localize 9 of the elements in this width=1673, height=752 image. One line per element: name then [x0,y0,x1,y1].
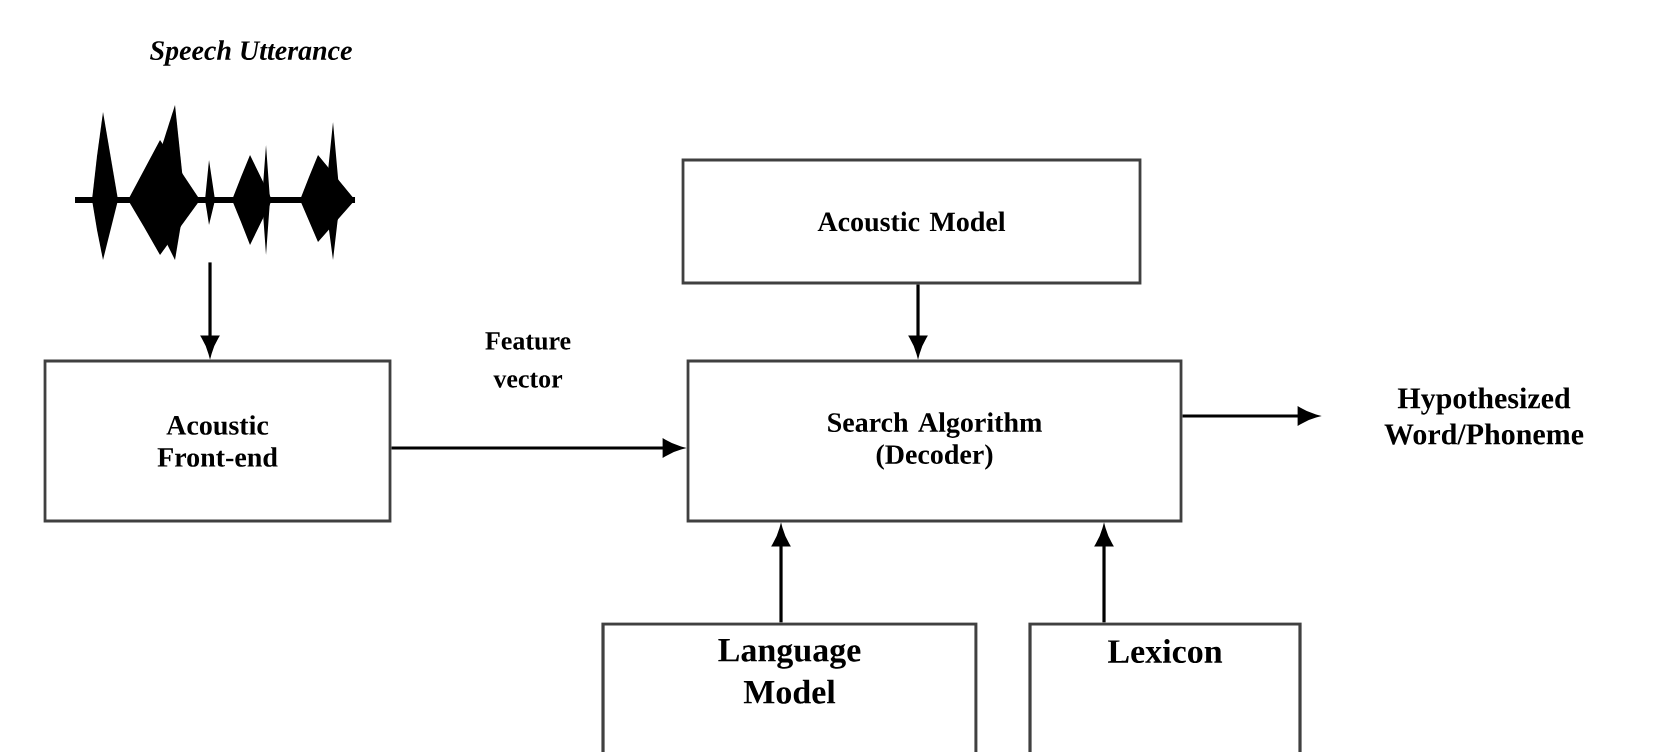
node-label: Speech Utterance [150,40,352,66]
process-box: Search Algorithm (Decoder) [686,359,1183,523]
output-label: Hypothesized Word/Phoneme [1384,387,1584,445]
edge-label: Feature vector [485,332,571,388]
process-box: Acoustic Model [681,158,1142,285]
process-box: Lexicon [1028,622,1302,752]
waveform-drawing [75,105,355,260]
process-box: Language Model [601,622,978,752]
process-box: Acoustic Front-end [43,359,392,523]
